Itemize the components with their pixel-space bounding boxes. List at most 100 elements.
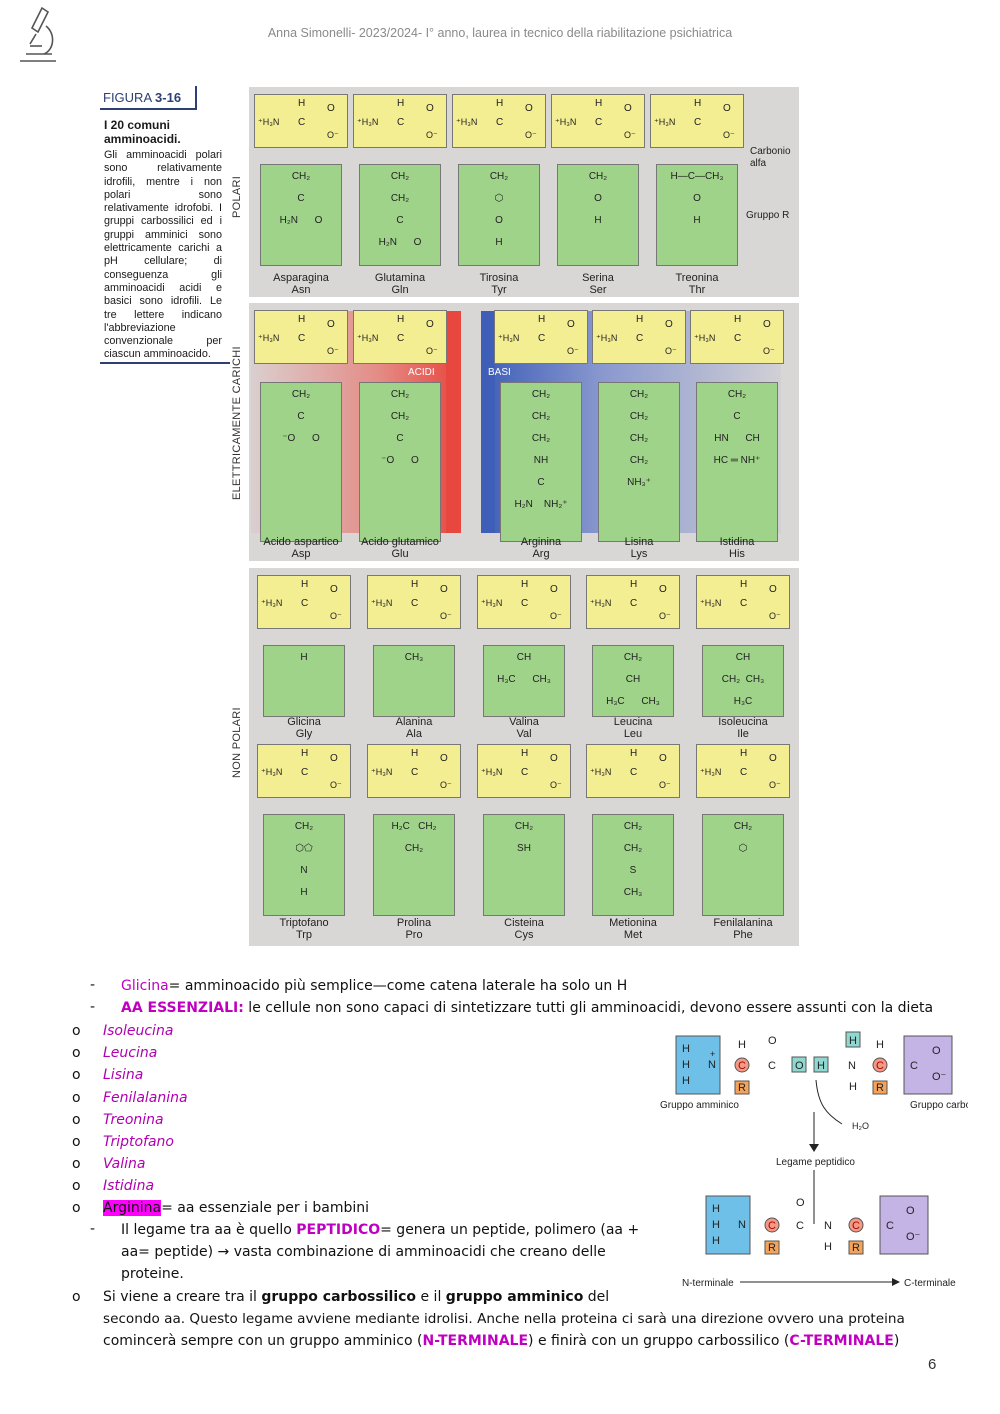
backbone-c: C xyxy=(411,598,419,609)
bullet-o: o xyxy=(72,1111,81,1128)
svg-text:C: C xyxy=(768,1060,776,1072)
backbone-n: ⁺H₃N xyxy=(258,333,280,343)
name-abbr: His xyxy=(729,548,745,560)
bullet-o: o xyxy=(72,1023,81,1039)
backbone-c: C xyxy=(538,333,546,344)
backbone-o: O xyxy=(624,103,632,114)
side-chain-group: ⁻O O xyxy=(282,433,320,444)
side-chain-group: CH₂ xyxy=(291,171,311,182)
backbone-h: H xyxy=(636,314,644,325)
annotation-carbonio-alfa: Carbonio alfa xyxy=(750,146,791,169)
side-chain-group: C xyxy=(396,215,404,226)
backbone-ominus: O⁻ xyxy=(426,130,438,140)
backbone-n: ⁺H₃N xyxy=(590,767,612,777)
svg-text:C: C xyxy=(852,1220,860,1232)
backbone-h: H xyxy=(630,579,638,590)
backbone-ominus: O⁻ xyxy=(659,780,671,790)
name-full: Glutamina xyxy=(374,272,426,284)
essential-item: Lisina xyxy=(103,1067,144,1084)
side-chain-group: ⁻O O xyxy=(381,455,419,466)
note-glicina: Glicina= amminoacido più semplice—come c… xyxy=(121,978,628,994)
bullet-dash-1: - xyxy=(90,977,96,993)
note-legame-3: comincerà sempre con un gruppo amminico … xyxy=(103,1333,900,1349)
name-full: Lisina xyxy=(624,536,654,548)
svg-text:R: R xyxy=(876,1082,884,1094)
backbone-c: C xyxy=(301,767,309,778)
annotation-gruppo-r: Gruppo R xyxy=(746,210,790,221)
side-chain-group: CH₂ xyxy=(514,821,534,832)
backbone-o: O xyxy=(769,753,777,764)
side-chain-group: CH xyxy=(625,674,641,685)
name-full: Valina xyxy=(509,716,539,728)
side-chain-group: CH₂ xyxy=(588,171,608,182)
bullet-dash-2: - xyxy=(90,999,96,1015)
side-chain-group: CH₃ xyxy=(623,887,643,898)
backbone-o: O xyxy=(426,319,434,330)
svg-text:H: H xyxy=(849,1081,857,1093)
figure-caption: Gli amminoacidi polari sono relativament… xyxy=(104,149,222,361)
backbone-ominus: O⁻ xyxy=(330,780,342,790)
side-chain-group: CH₂ xyxy=(489,171,509,182)
label-polar: POLARI xyxy=(231,175,243,218)
note-peptide-3: proteine. xyxy=(121,1266,184,1282)
backbone-o: O xyxy=(665,319,673,330)
backbone-ominus: O⁻ xyxy=(440,611,452,621)
backbone-n: ⁺H₃N xyxy=(357,333,379,343)
backbone-h: H xyxy=(397,314,405,325)
header-text: Anna Simonelli- 2023/2024- I° anno, laur… xyxy=(267,26,733,40)
backbone-n: ⁺H₃N xyxy=(694,333,716,343)
side-chain-group: H₃C CH₃ xyxy=(497,674,551,685)
backbone-h: H xyxy=(301,579,309,590)
backbone-c: C xyxy=(301,598,309,609)
name-full: Tirosina xyxy=(479,272,519,284)
name-abbr: Asn xyxy=(291,284,311,296)
bullet-o: o xyxy=(72,1089,81,1106)
backbone-n: ⁺H₃N xyxy=(481,598,503,608)
backbone-h: H xyxy=(740,579,748,590)
backbone-o: O xyxy=(327,319,335,330)
peptide-bond-diagram: HHH N+ C R H CO O H N H H C H R COO⁻ Gru… xyxy=(660,1031,968,1289)
backbone-h: H xyxy=(298,314,306,325)
name-abbr: Met xyxy=(623,929,643,941)
backbone-o: O xyxy=(567,319,575,330)
backbone-c: C xyxy=(740,598,748,609)
backbone-c: C xyxy=(740,767,748,778)
backbone-o: O xyxy=(763,319,771,330)
name-full: Leucina xyxy=(613,716,653,728)
backbone-h: H xyxy=(397,98,405,109)
side-chain-box: H xyxy=(263,645,345,717)
svg-text:C: C xyxy=(876,1060,884,1072)
backbone-n: ⁺H₃N xyxy=(654,117,676,127)
side-chain-group: C xyxy=(537,477,545,488)
backbone-h: H xyxy=(521,579,529,590)
backbone-o: O xyxy=(440,753,448,764)
essential-item: Valina xyxy=(103,1156,146,1173)
name-abbr: Ala xyxy=(406,728,422,740)
name-full: Alanina xyxy=(395,716,433,728)
side-chain-group: C xyxy=(297,193,305,204)
backbone-n: ⁺H₃N xyxy=(261,767,283,777)
backbone-ominus: O⁻ xyxy=(426,346,438,356)
side-chain-group: O xyxy=(594,193,602,204)
label-gruppo-carbossilico: Gruppo carbossilico xyxy=(910,1100,968,1111)
bullet-o: o xyxy=(72,1134,81,1150)
side-chain-group: CH₂ CH₃ xyxy=(721,674,765,685)
